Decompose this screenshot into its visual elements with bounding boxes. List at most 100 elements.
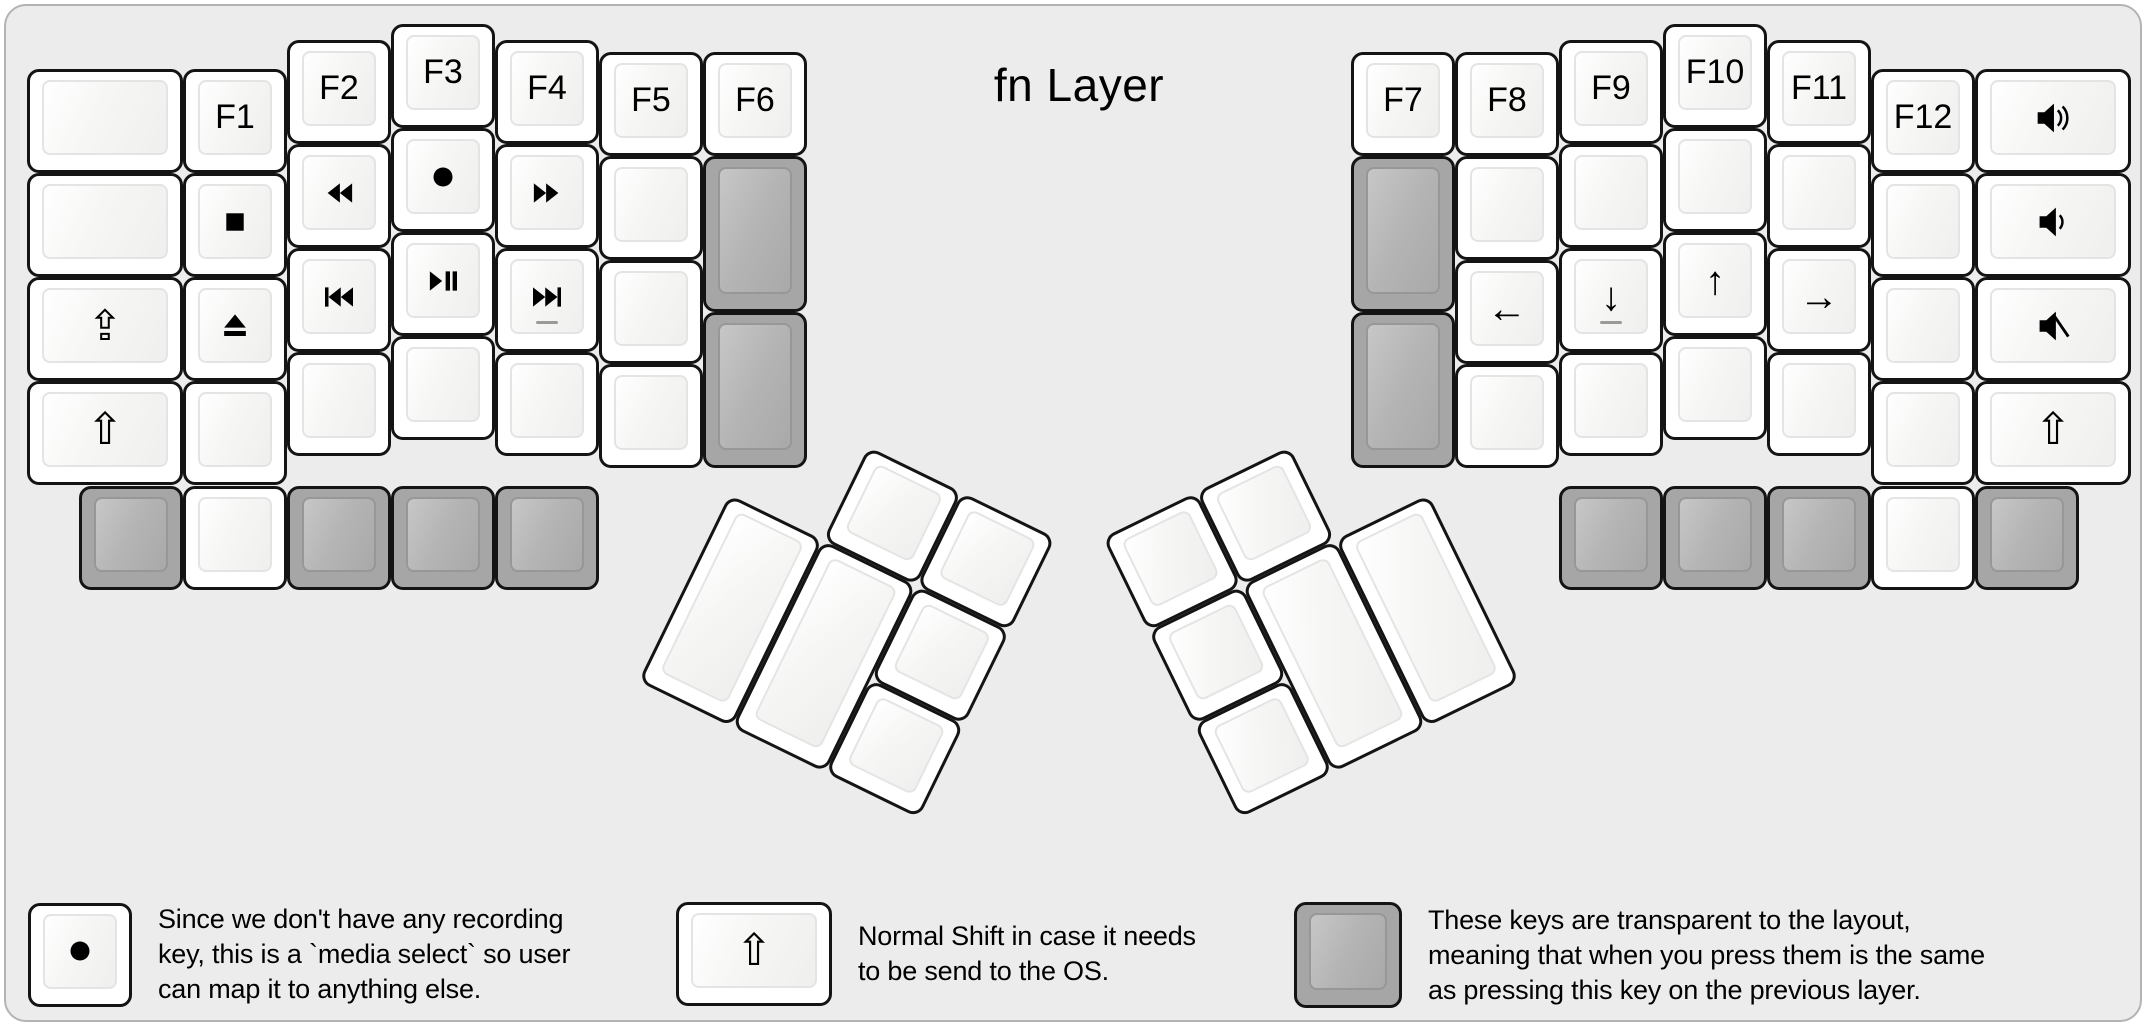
key-r-c2-r3[interactable]	[1559, 352, 1663, 456]
key-caps-lock[interactable]: ⇪	[27, 277, 183, 381]
key-l-inner-tall-2-top	[718, 323, 792, 450]
key-l-c3-r3[interactable]	[391, 336, 495, 440]
key-f7[interactable]: F7	[1351, 52, 1455, 156]
up-arrow-icon: ↑	[1705, 258, 1725, 303]
key-r-c5-r3[interactable]	[1871, 381, 1975, 485]
key-next-track[interactable]	[495, 248, 599, 352]
stop-icon	[216, 203, 254, 241]
key-f5-label: F5	[631, 81, 671, 119]
key-r-c1-r1[interactable]	[1455, 156, 1559, 260]
key-r-c5-r1-top	[1886, 184, 1960, 259]
key-r-c4-r3[interactable]	[1767, 352, 1871, 456]
key-l-shift[interactable]: ⇧	[27, 381, 183, 485]
key-f2-label: F2	[319, 69, 359, 107]
key-f9[interactable]: F9	[1559, 40, 1663, 144]
key-f12-top: F12	[1886, 80, 1960, 155]
key-f5[interactable]: F5	[599, 52, 703, 156]
key-f6[interactable]: F6	[703, 52, 807, 156]
key-r-c1-r1-top	[1470, 167, 1544, 242]
key-r-bottom-2[interactable]	[1767, 486, 1871, 590]
key-l-outer-r0[interactable]	[27, 69, 183, 173]
key-record-top	[406, 139, 480, 214]
key-r-c5-r2[interactable]	[1871, 277, 1975, 381]
key-r-bottom-1[interactable]	[1663, 486, 1767, 590]
key-prev-track[interactable]	[287, 248, 391, 352]
key-right-arrow[interactable]: →	[1767, 248, 1871, 352]
key-l-c1-r3-top	[198, 392, 272, 467]
key-r-c1-r3[interactable]	[1455, 364, 1559, 468]
volume-up-icon	[2030, 95, 2076, 141]
key-f10-label: F10	[1685, 53, 1745, 91]
layer-title: fn Layer	[993, 59, 1165, 111]
note-line: key, this is a `media select` so user	[158, 939, 571, 969]
key-l-bottom-4[interactable]	[495, 486, 599, 590]
key-f11[interactable]: F11	[1767, 40, 1871, 144]
key-r-c2-r1-top	[1574, 155, 1648, 230]
key-r-c3-r1[interactable]	[1663, 128, 1767, 232]
key-l-c5-r2-top	[614, 271, 688, 346]
key-eject[interactable]	[183, 277, 287, 381]
key-r-bottom-3[interactable]	[1871, 486, 1975, 590]
key-r-inner-tall-1[interactable]	[1351, 156, 1455, 312]
key-f1[interactable]: F1	[183, 69, 287, 173]
key-play-pause[interactable]	[391, 232, 495, 336]
key-l-bottom-0[interactable]	[79, 486, 183, 590]
note-record-sample-key-top	[43, 913, 117, 989]
key-l-c5-r2[interactable]	[599, 260, 703, 364]
key-l-bottom-1[interactable]	[183, 486, 287, 590]
note-line: can map it to anything else.	[158, 974, 482, 1004]
key-f10[interactable]: F10	[1663, 24, 1767, 128]
key-l-c2-r3[interactable]	[287, 352, 391, 456]
key-mute[interactable]	[1975, 277, 2131, 381]
key-volume-up[interactable]	[1975, 69, 2131, 173]
note-transparent-sample-key-wrap	[1294, 902, 1402, 1008]
key-volume-down[interactable]	[1975, 173, 2131, 277]
key-l-inner-tall-1[interactable]	[703, 156, 807, 312]
key-stop[interactable]	[183, 173, 287, 277]
key-left-arrow[interactable]: ←	[1455, 260, 1559, 364]
key-up-arrow-top: ↑	[1678, 243, 1752, 318]
key-r-c5-r1[interactable]	[1871, 173, 1975, 277]
key-f3-label: F3	[423, 53, 463, 91]
key-l-c5-r1[interactable]	[599, 156, 703, 260]
key-f12[interactable]: F12	[1871, 69, 1975, 173]
key-f7-label: F7	[1383, 81, 1423, 119]
key-l-c5-r3[interactable]	[599, 364, 703, 468]
note-transparent-sample-key	[1294, 902, 1402, 1008]
key-stop-top	[198, 184, 272, 259]
key-l-bottom-2[interactable]	[287, 486, 391, 590]
eject-icon	[215, 306, 255, 346]
key-f1-label: F1	[215, 98, 255, 136]
key-r-bottom-1-top	[1678, 497, 1752, 572]
key-r-shift[interactable]: ⇧	[1975, 381, 2131, 485]
key-rewind[interactable]	[287, 144, 391, 248]
key-f4[interactable]: F4	[495, 40, 599, 144]
note-transparent-text: These keys are transparent to the layout…	[1428, 903, 1985, 1008]
key-r-bottom-4[interactable]	[1975, 486, 2079, 590]
key-r-c4-r1[interactable]	[1767, 144, 1871, 248]
key-r-inner-tall-2[interactable]	[1351, 312, 1455, 468]
note-transparent: These keys are transparent to the layout…	[1294, 902, 1985, 1008]
key-l-c1-r3[interactable]	[183, 381, 287, 485]
key-l-c2-r3-top	[302, 363, 376, 438]
key-f6-label: F6	[735, 81, 775, 119]
key-f2[interactable]: F2	[287, 40, 391, 144]
key-r-c2-r3-top	[1574, 363, 1648, 438]
key-l-c5-r3-top	[614, 375, 688, 450]
key-l-outer-r1[interactable]	[27, 173, 183, 277]
key-r-bottom-0[interactable]	[1559, 486, 1663, 590]
key-f8[interactable]: F8	[1455, 52, 1559, 156]
key-up-arrow[interactable]: ↑	[1663, 232, 1767, 336]
key-r-c3-r3[interactable]	[1663, 336, 1767, 440]
key-r-c2-r1[interactable]	[1559, 144, 1663, 248]
key-l-c4-r3[interactable]	[495, 352, 599, 456]
key-l-inner-tall-2[interactable]	[703, 312, 807, 468]
key-fast-forward[interactable]	[495, 144, 599, 248]
key-f3[interactable]: F3	[391, 24, 495, 128]
key-down-arrow[interactable]: ↓	[1559, 248, 1663, 352]
key-f12-label: F12	[1893, 98, 1953, 136]
record-icon	[61, 932, 99, 970]
key-l-bottom-3[interactable]	[391, 486, 495, 590]
key-record[interactable]	[391, 128, 495, 232]
